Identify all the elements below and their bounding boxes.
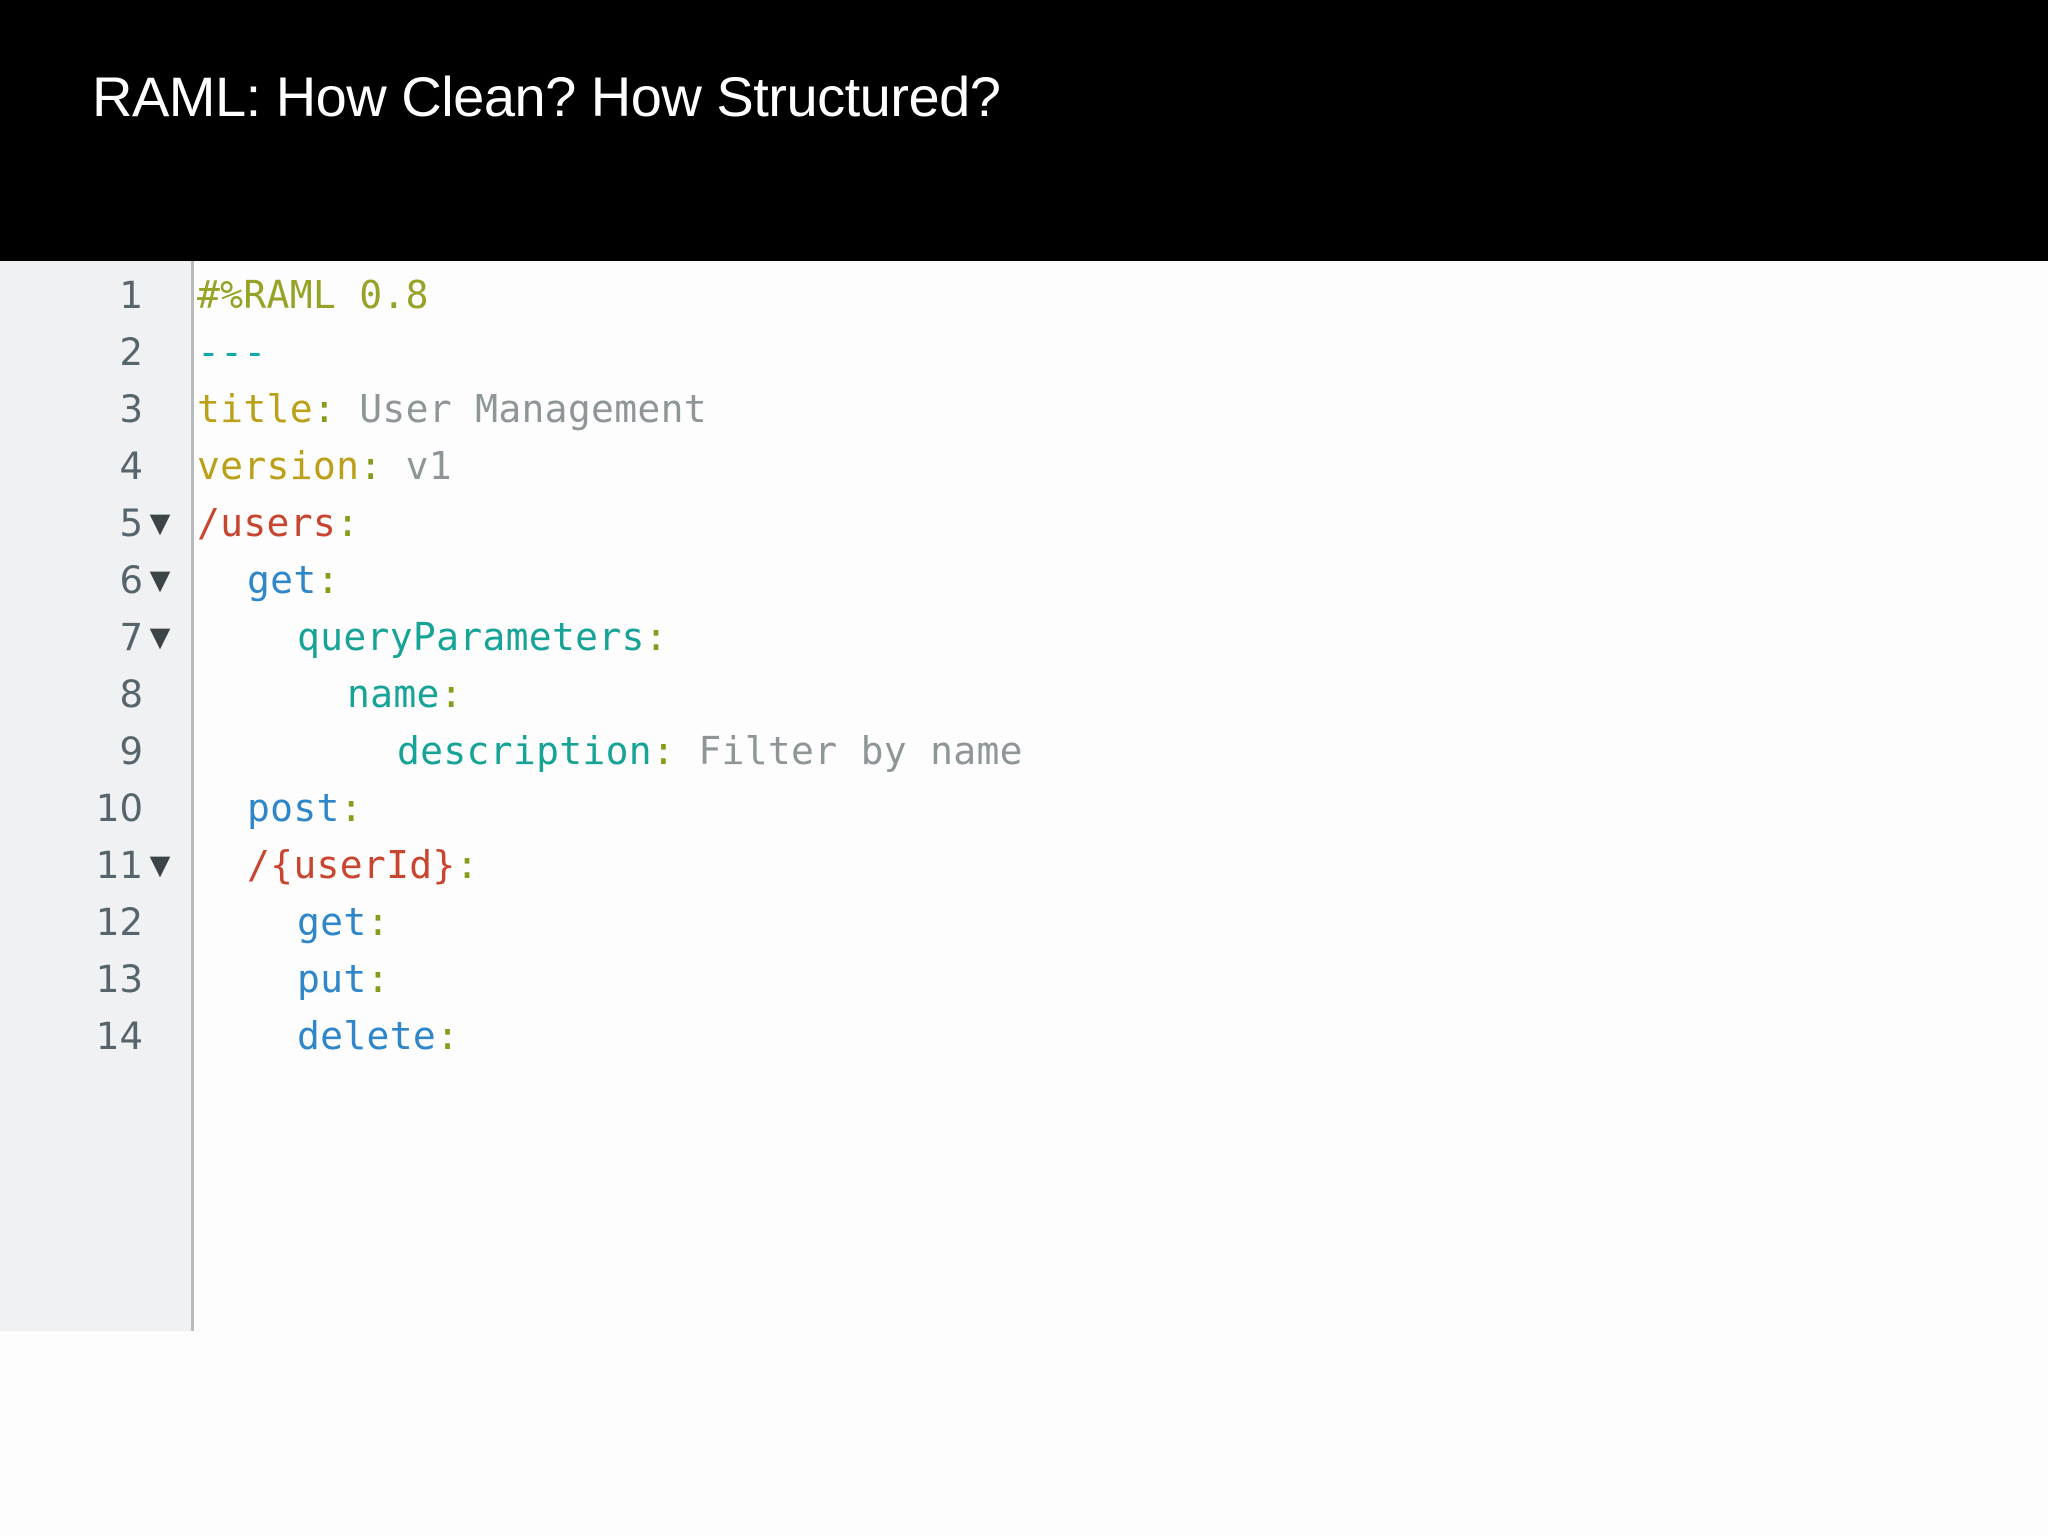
code-editor: 1▼2▼3▼4▼5▼6▼7▼8▼9▼10▼11▼12▼13▼14▼ #%RAML… xyxy=(0,261,2048,1536)
code-line[interactable]: delete: xyxy=(297,1008,459,1065)
code-token-marker: --- xyxy=(197,330,267,374)
line-number: 13 xyxy=(95,958,143,1001)
line-number-row: 11▼ xyxy=(0,837,185,894)
code-token-method: put xyxy=(297,957,367,1001)
code-token-param: description xyxy=(397,729,652,773)
code-token-colon: : xyxy=(336,501,360,545)
code-token-value: User Management xyxy=(336,387,707,431)
line-number-row: 4▼ xyxy=(0,438,185,495)
code-line[interactable]: #%RAML 0.8 xyxy=(197,267,429,324)
line-number-gutter: 1▼2▼3▼4▼5▼6▼7▼8▼9▼10▼11▼12▼13▼14▼ xyxy=(0,261,194,1331)
fold-triangle-icon[interactable]: ▼ xyxy=(149,622,171,653)
code-line[interactable]: name: xyxy=(347,666,463,723)
code-token-resource: /{userId} xyxy=(247,843,456,887)
fold-triangle-icon[interactable]: ▼ xyxy=(149,508,171,539)
header-band-left xyxy=(0,0,1408,261)
code-line[interactable]: /users: xyxy=(197,495,359,552)
line-number: 10 xyxy=(95,787,143,830)
code-token-prop: title xyxy=(197,387,313,431)
code-token-colon: : xyxy=(455,843,479,887)
line-number-row: 12▼ xyxy=(0,894,185,951)
line-number: 11 xyxy=(95,844,143,887)
code-token-colon: : xyxy=(644,615,668,659)
fold-triangle-icon[interactable]: ▼ xyxy=(149,850,171,881)
code-token-method: post xyxy=(247,786,340,830)
code-token-colon: : xyxy=(312,387,337,431)
code-token-colon: : xyxy=(439,672,463,716)
line-number-row: 8▼ xyxy=(0,666,185,723)
code-token-resource: /users xyxy=(197,501,337,545)
code-token-colon: : xyxy=(366,900,390,944)
code-token-prop: version xyxy=(197,444,360,488)
line-number: 14 xyxy=(95,1015,143,1058)
code-line[interactable]: get: xyxy=(247,552,340,609)
code-token-colon: : xyxy=(436,1014,460,1058)
line-number-row: 10▼ xyxy=(0,780,185,837)
code-token-param: queryParameters xyxy=(297,615,645,659)
line-number: 7 xyxy=(119,616,143,659)
code-token-value: Filter by name xyxy=(675,729,1023,773)
code-token-directive: #%RAML 0.8 xyxy=(197,273,429,317)
code-token-param: name xyxy=(347,672,440,716)
line-number: 6 xyxy=(119,559,143,602)
code-token-colon: : xyxy=(339,786,363,830)
line-number-row: 2▼ xyxy=(0,324,185,381)
code-line[interactable]: /{userId}: xyxy=(247,837,479,894)
code-token-colon: : xyxy=(359,444,383,488)
code-token-method: get xyxy=(297,900,367,944)
code-line[interactable]: get: xyxy=(297,894,390,951)
code-line[interactable]: version: v1 xyxy=(197,438,452,495)
line-number: 1 xyxy=(119,274,143,317)
line-number-row: 3▼ xyxy=(0,381,185,438)
line-number-row: 6▼ xyxy=(0,552,185,609)
fold-triangle-icon[interactable]: ▼ xyxy=(149,565,171,596)
line-number-row: 9▼ xyxy=(0,723,185,780)
line-number-row: 7▼ xyxy=(0,609,185,666)
line-number: 2 xyxy=(119,331,143,374)
line-number-row: 1▼ xyxy=(0,267,185,324)
line-number: 5 xyxy=(119,502,143,545)
page-title: RAML: How Clean? How Structured? xyxy=(92,65,1001,128)
code-token-colon: : xyxy=(366,957,390,1001)
code-line[interactable]: --- xyxy=(197,324,267,381)
line-number: 3 xyxy=(119,388,143,431)
line-number: 8 xyxy=(119,673,143,716)
code-line[interactable]: post: xyxy=(247,780,363,837)
code-line[interactable]: put: xyxy=(297,951,390,1008)
code-token-colon: : xyxy=(651,729,676,773)
code-token-value: v1 xyxy=(382,444,452,488)
line-number: 12 xyxy=(95,901,143,944)
header-band-right xyxy=(1408,0,2048,264)
code-line[interactable]: queryParameters: xyxy=(297,609,668,666)
code-line[interactable]: description: Filter by name xyxy=(397,723,1023,780)
line-number-row: 5▼ xyxy=(0,495,185,552)
line-number: 4 xyxy=(119,445,143,488)
code-token-method: delete xyxy=(297,1014,437,1058)
code-token-colon: : xyxy=(316,558,340,602)
line-number-row: 14▼ xyxy=(0,1008,185,1065)
line-number-row: 13▼ xyxy=(0,951,185,1008)
code-line[interactable]: title: User Management xyxy=(197,381,707,438)
code-token-method: get xyxy=(247,558,317,602)
line-number: 9 xyxy=(119,730,143,773)
